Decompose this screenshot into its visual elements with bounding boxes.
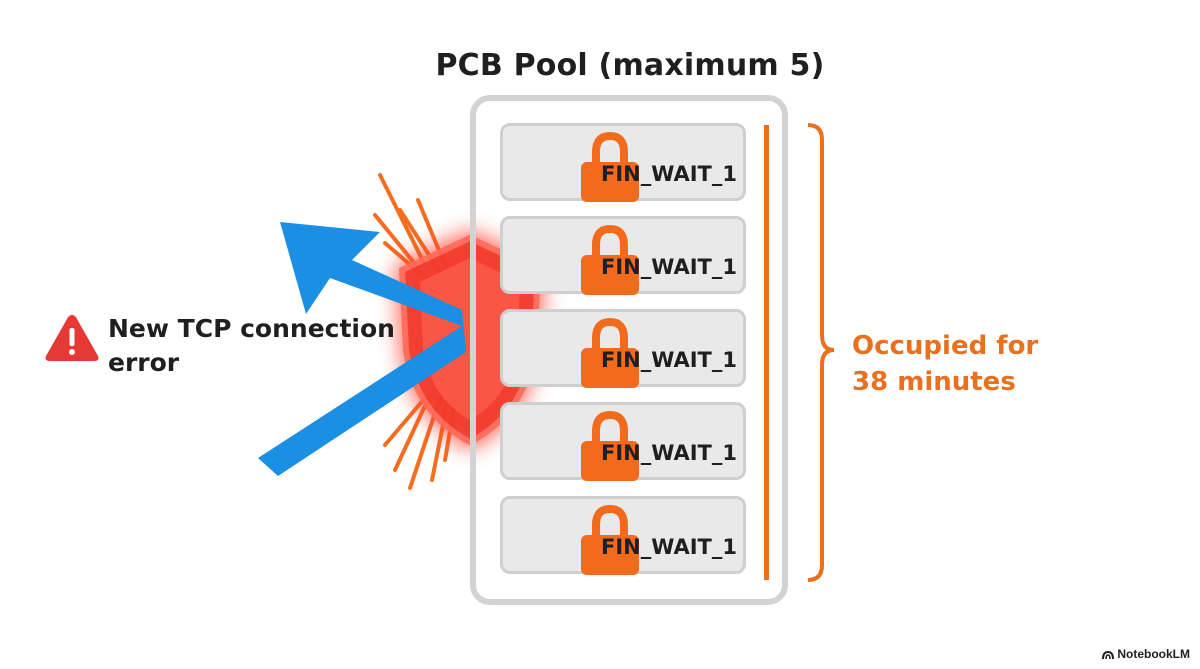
slot-state-label: FIN_WAIT_1 bbox=[601, 255, 737, 279]
lock-icon bbox=[581, 504, 639, 575]
error-line-2: error bbox=[108, 348, 180, 377]
occupied-line-1: Occupied for bbox=[852, 331, 1039, 361]
brand-name: NotebookLM bbox=[1117, 647, 1190, 661]
occupied-annotation: Occupied for 38 minutes bbox=[852, 328, 1052, 400]
pool-title: PCB Pool (maximum 5) bbox=[435, 48, 825, 83]
slot-state-label: FIN_WAIT_1 bbox=[601, 348, 737, 372]
brace bbox=[807, 123, 835, 582]
occupied-line-2: 38 minutes bbox=[852, 367, 1016, 397]
slot-state-label: FIN_WAIT_1 bbox=[601, 535, 737, 559]
occupied-bar bbox=[764, 125, 769, 580]
slot-state-label: FIN_WAIT_1 bbox=[601, 441, 737, 465]
error-callout: New TCP connection error bbox=[44, 312, 395, 377]
pcb-pool-container bbox=[470, 95, 788, 605]
notebooklm-logo-icon bbox=[1102, 650, 1115, 659]
lock-icon bbox=[581, 131, 639, 202]
brand-watermark: NotebookLM bbox=[1102, 647, 1190, 661]
pcb-slot: FIN_WAIT_1 bbox=[500, 216, 746, 295]
pcb-slot: FIN_WAIT_1 bbox=[500, 402, 746, 481]
rejected-connection-arrow bbox=[258, 222, 466, 476]
error-message: New TCP connection error bbox=[108, 312, 398, 380]
lock-icon bbox=[581, 224, 639, 295]
pcb-slot: FIN_WAIT_1 bbox=[500, 309, 746, 388]
warning-icon bbox=[45, 315, 99, 361]
impact-burst-top bbox=[373, 173, 450, 277]
pcb-slot: FIN_WAIT_1 bbox=[500, 496, 746, 575]
lock-icon bbox=[581, 410, 639, 481]
error-line-1: New TCP connection bbox=[108, 314, 395, 343]
lock-icon bbox=[581, 317, 639, 388]
slot-state-label: FIN_WAIT_1 bbox=[601, 162, 737, 186]
pcb-slot: FIN_WAIT_1 bbox=[500, 123, 746, 202]
